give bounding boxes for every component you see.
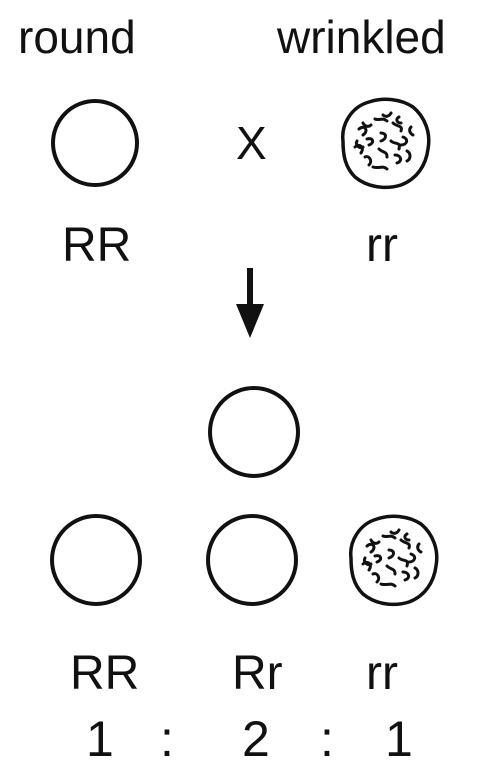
offspring-genotype-heterozygous: Rr: [232, 647, 283, 700]
offspring-round-pea-top: [208, 386, 300, 478]
ratio-value-2: 2: [242, 711, 270, 767]
parent-wrinkled-pea: [341, 97, 431, 190]
ratio-value-1: 1: [86, 711, 114, 767]
parent-left-phenotype: round: [18, 11, 136, 63]
offspring-genotype-rr-dominant: RR: [70, 647, 140, 700]
ratio-separator-2: :: [320, 711, 334, 767]
offspring-wrinkled-pea: [349, 514, 439, 607]
parent-round-pea: [51, 99, 139, 187]
parent-left-genotype: RR: [62, 219, 132, 272]
cross-symbol: X: [236, 117, 267, 169]
offspring-round-pea-rr: [50, 514, 142, 606]
parent-right-phenotype: wrinkled: [277, 11, 446, 63]
parent-right-genotype: rr: [366, 219, 398, 272]
ratio-value-3: 1: [385, 711, 413, 767]
ratio-separator-1: :: [160, 711, 174, 767]
down-arrow: [236, 268, 264, 338]
offspring-genotype-rr-recessive: rr: [366, 647, 398, 700]
offspring-round-pea-heterozygous: [206, 514, 298, 606]
